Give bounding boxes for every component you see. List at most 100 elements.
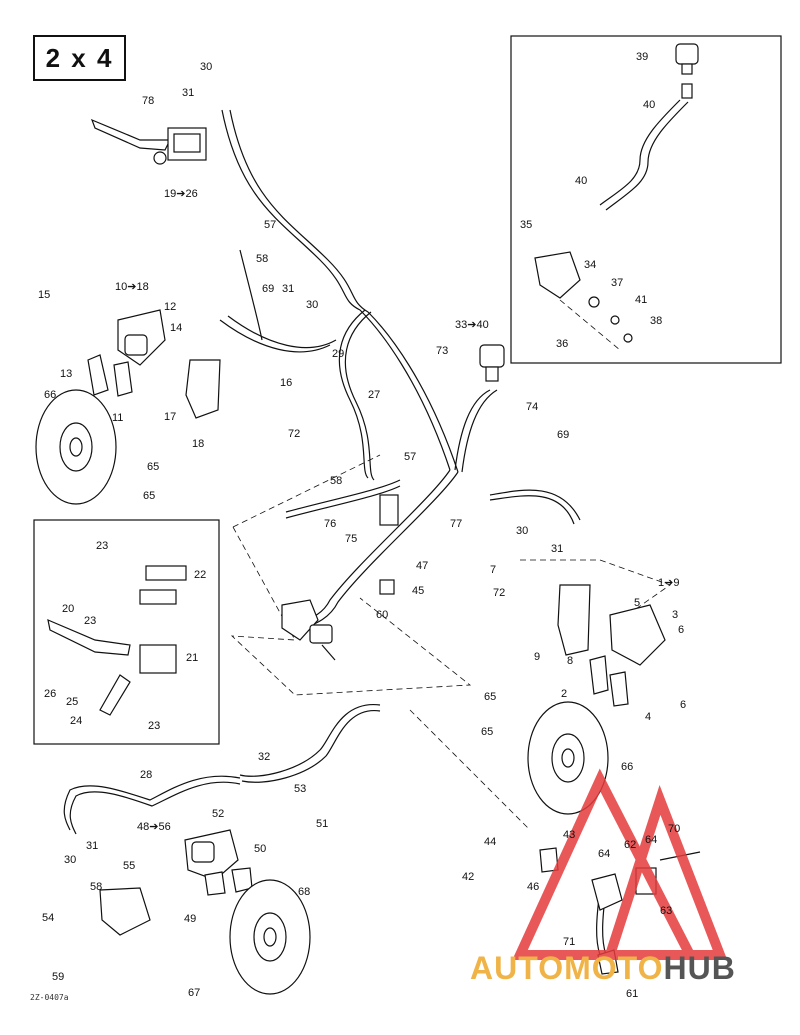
part-label: 16 xyxy=(280,377,292,389)
caliper-bottom-left xyxy=(99,829,253,936)
part-label: 33➔40 xyxy=(455,319,489,331)
part-label: 70 xyxy=(668,823,680,835)
brake-disc-bottom-left xyxy=(229,879,311,995)
reservoir-middle xyxy=(479,344,505,382)
part-label: 4 xyxy=(645,711,651,723)
part-label: 27 xyxy=(368,389,380,401)
reservoir-inset xyxy=(534,43,699,343)
inset-box-top-right xyxy=(510,35,782,364)
part-label: 69 xyxy=(262,283,274,295)
watermark-text: AUTOMOTOHUB xyxy=(470,950,736,987)
part-label: 42 xyxy=(462,871,474,883)
part-label: 35 xyxy=(520,219,532,231)
dashed-guides xyxy=(230,299,671,831)
part-label: 72 xyxy=(493,587,505,599)
part-label: 23 xyxy=(96,540,108,552)
part-label: 38 xyxy=(650,315,662,327)
part-label: 30 xyxy=(200,61,212,73)
part-label: 7 xyxy=(490,564,496,576)
part-label: 11 xyxy=(112,412,123,424)
part-label: 20 xyxy=(62,603,74,615)
part-label: 75 xyxy=(345,533,357,545)
part-label: 30 xyxy=(306,299,318,311)
caliper-right xyxy=(557,584,666,707)
part-label: 31 xyxy=(182,87,194,99)
part-label: 10➔18 xyxy=(115,281,149,293)
part-label: 44 xyxy=(484,836,496,848)
part-label: 59 xyxy=(52,971,64,983)
drawing-code: 2Z-0407a xyxy=(30,993,69,1002)
part-label: 37 xyxy=(611,277,623,289)
watermark-part2: HUB xyxy=(663,950,736,986)
part-label: 31 xyxy=(551,543,563,555)
part-label: 24 xyxy=(70,715,82,727)
part-label: 74 xyxy=(526,401,538,413)
part-label: 67 xyxy=(188,987,200,999)
part-label: 8 xyxy=(567,655,573,667)
part-label: 21 xyxy=(186,652,198,664)
part-label: 19➔26 xyxy=(164,188,198,200)
part-label: 5 xyxy=(634,597,640,609)
part-label: 53 xyxy=(294,783,306,795)
part-label: 46 xyxy=(527,881,539,893)
part-label: 71 xyxy=(563,936,575,948)
master-cylinder-inset-left xyxy=(47,565,187,716)
part-label: 36 xyxy=(556,338,568,350)
part-label: 51 xyxy=(316,818,328,830)
part-label: 31 xyxy=(86,840,98,852)
part-label: 76 xyxy=(324,518,336,530)
part-label: 60 xyxy=(376,609,388,621)
part-label: 66 xyxy=(44,389,56,401)
part-label: 63 xyxy=(660,905,672,917)
part-label: 64 xyxy=(598,848,610,860)
part-label: 23 xyxy=(84,615,96,627)
part-label: 28 xyxy=(140,769,152,781)
part-label: 50 xyxy=(254,843,266,855)
part-label: 22 xyxy=(194,569,206,581)
part-label: 58 xyxy=(256,253,268,265)
part-label: 43 xyxy=(563,829,575,841)
part-label: 31 xyxy=(282,283,294,295)
part-label: 26 xyxy=(44,688,56,700)
part-label: 58 xyxy=(330,475,342,487)
part-label: 3 xyxy=(672,609,678,621)
part-label: 58 xyxy=(90,881,102,893)
part-label: 64 xyxy=(645,834,657,846)
watermark-part1: AUTOMOTO xyxy=(470,950,664,986)
proportioning-valve xyxy=(281,494,399,661)
part-label: 57 xyxy=(404,451,416,463)
part-label: 15 xyxy=(38,289,50,301)
part-label: 62 xyxy=(624,839,636,851)
diagram-title: 2 x 4 xyxy=(33,35,126,81)
part-label: 57 xyxy=(264,219,276,231)
part-label: 6 xyxy=(680,699,686,711)
part-label: 61 xyxy=(626,988,638,1000)
part-label: 23 xyxy=(148,720,160,732)
part-label: 65 xyxy=(143,490,155,502)
part-label: 47 xyxy=(416,560,428,572)
part-label: 66 xyxy=(621,761,633,773)
part-label: 68 xyxy=(298,886,310,898)
part-label: 39 xyxy=(636,51,648,63)
part-label: 54 xyxy=(42,912,54,924)
brake-disc-right xyxy=(527,701,609,815)
part-label: 30 xyxy=(516,525,528,537)
part-label: 78 xyxy=(142,95,154,107)
part-label: 25 xyxy=(66,696,78,708)
part-label: 13 xyxy=(60,368,72,380)
part-label: 41 xyxy=(635,294,647,306)
part-label: 65 xyxy=(484,691,496,703)
part-label: 73 xyxy=(436,345,448,357)
part-label: 65 xyxy=(147,461,159,473)
part-label: 2 xyxy=(561,688,567,700)
part-label: 52 xyxy=(212,808,224,820)
brake-disc-top-left xyxy=(35,389,117,505)
part-labels: 30 31 78 19➔26 57 58 69 31 30 29 15 10➔1… xyxy=(38,51,686,1000)
part-label: 32 xyxy=(258,751,270,763)
part-label: 30 xyxy=(64,854,76,866)
caliper-top-left xyxy=(87,309,221,419)
part-label: 69 xyxy=(557,429,569,441)
part-label: 12 xyxy=(164,301,176,313)
master-cylinder-top-left xyxy=(90,118,207,165)
